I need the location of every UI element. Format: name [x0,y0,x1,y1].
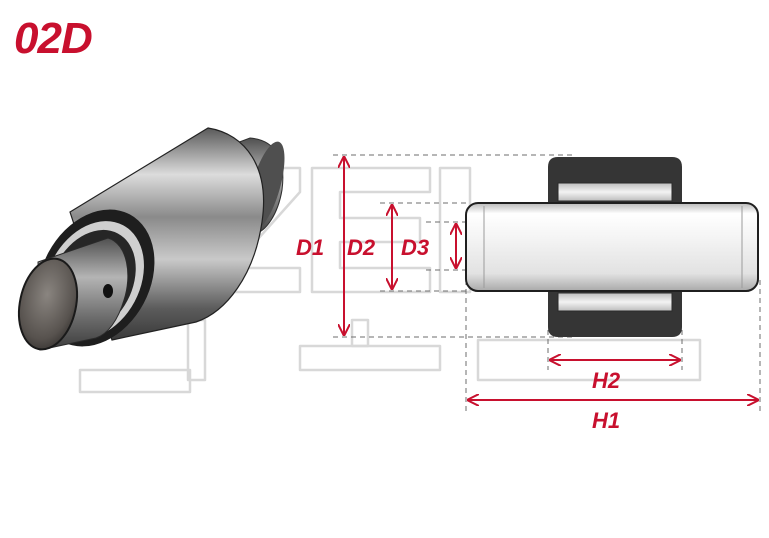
pin-shaft [465,202,759,292]
extension-lines [333,154,761,412]
h1-label: H1 [592,408,620,433]
h2-label: H2 [592,368,621,393]
cross-section-drawing [465,157,759,337]
d1-label: D1 [296,235,324,260]
d2-label: D2 [347,235,376,260]
product-code: 02D [14,14,93,63]
d3-label: D3 [401,235,429,260]
dimension-arrows [344,157,758,400]
needle-roller-top [557,182,673,202]
bearing-photo [17,127,285,351]
needle-roller-bottom [557,292,673,312]
